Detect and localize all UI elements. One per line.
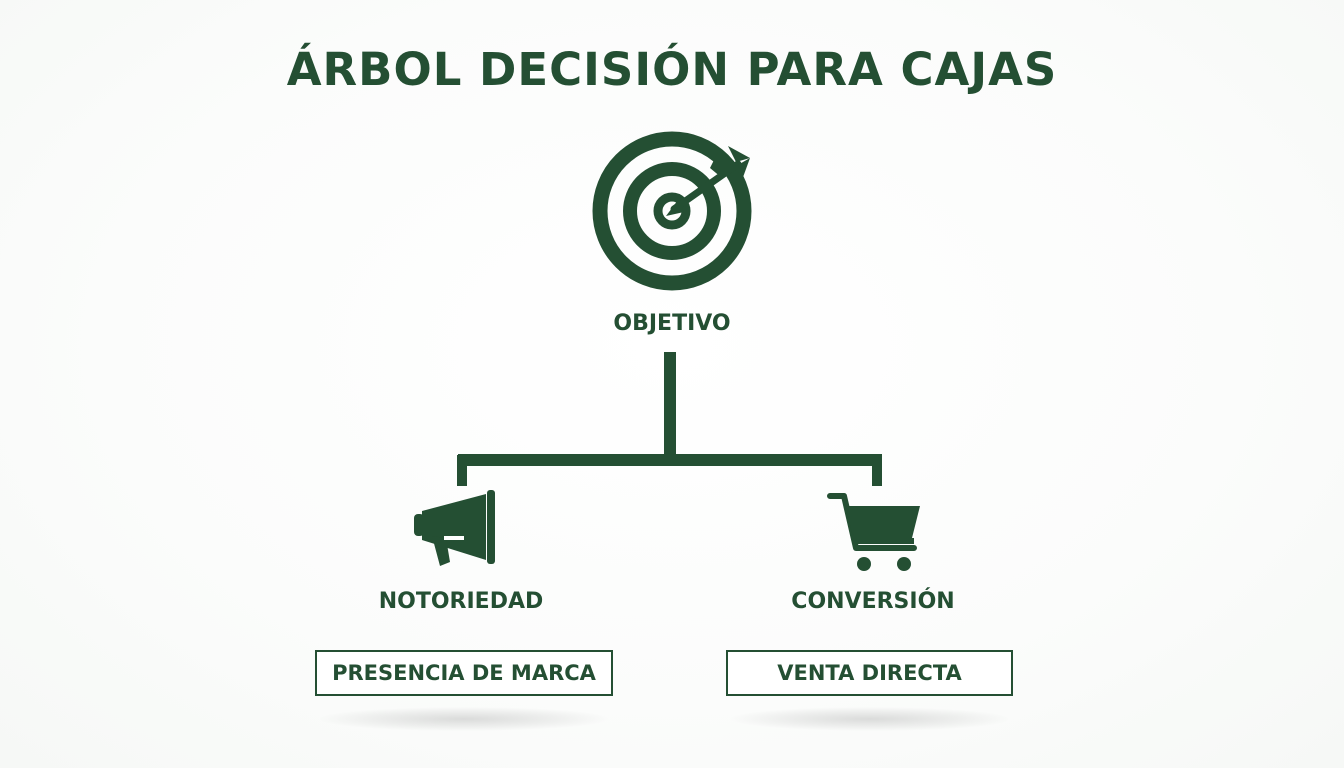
- branch-label-conversion: CONVERSIÓN: [791, 589, 955, 614]
- target-icon: [592, 131, 752, 291]
- result-box-presencia-de-marca: PRESENCIA DE MARCA: [315, 650, 613, 696]
- root-label: OBJETIVO: [613, 311, 731, 336]
- shopping-cart-icon: [827, 493, 920, 571]
- result-box-venta-directa: VENTA DIRECTA: [726, 650, 1013, 696]
- branch-label-notoriedad: NOTORIEDAD: [378, 589, 544, 614]
- box-shadow: [320, 707, 608, 731]
- megaphone-icon: [414, 490, 495, 566]
- box-shadow: [731, 707, 1008, 731]
- diagram-title: ÁRBOL DECISIÓN PARA CAJAS: [286, 43, 1058, 96]
